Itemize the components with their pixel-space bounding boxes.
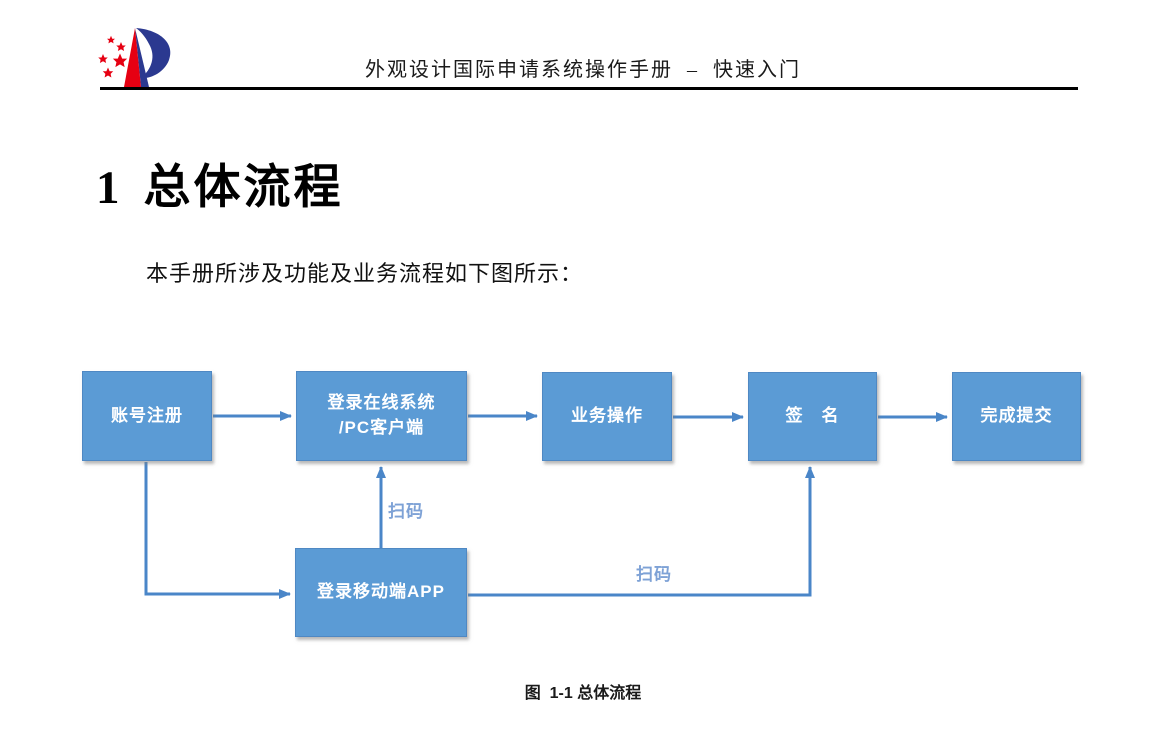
flow-node-account-register: 账号注册 (82, 371, 212, 461)
edge-label-scan-vertical: 扫码 (388, 502, 424, 521)
flow-node-login-mobile-app: 登录移动端APP (295, 548, 467, 637)
flow-node-login-online-system: 登录在线系统 /PC客户端 (296, 371, 467, 461)
arrow-register-to-app (144, 462, 291, 599)
section-title: 总体流程 (143, 162, 344, 214)
section-number: 1 (96, 162, 120, 214)
flow-node-sign: 签 名 (748, 372, 877, 461)
flow-node-complete-submit: 完成提交 (952, 372, 1081, 461)
header-title: 外观设计国际申请系统操作手册 – 快速入门 (365, 59, 801, 81)
header-rule (100, 87, 1078, 90)
flow-node-business-operation: 业务操作 (542, 372, 672, 461)
figure-caption: 图 1-1 总体流程 (524, 685, 642, 702)
cnipa-logo-icon (98, 28, 171, 87)
edge-label-scan-horizontal: 扫码 (636, 565, 672, 584)
section-heading: 1 总体流程 (96, 148, 344, 217)
intro-paragraph: 本手册所涉及功能及业务流程如下图所示： (146, 261, 584, 286)
